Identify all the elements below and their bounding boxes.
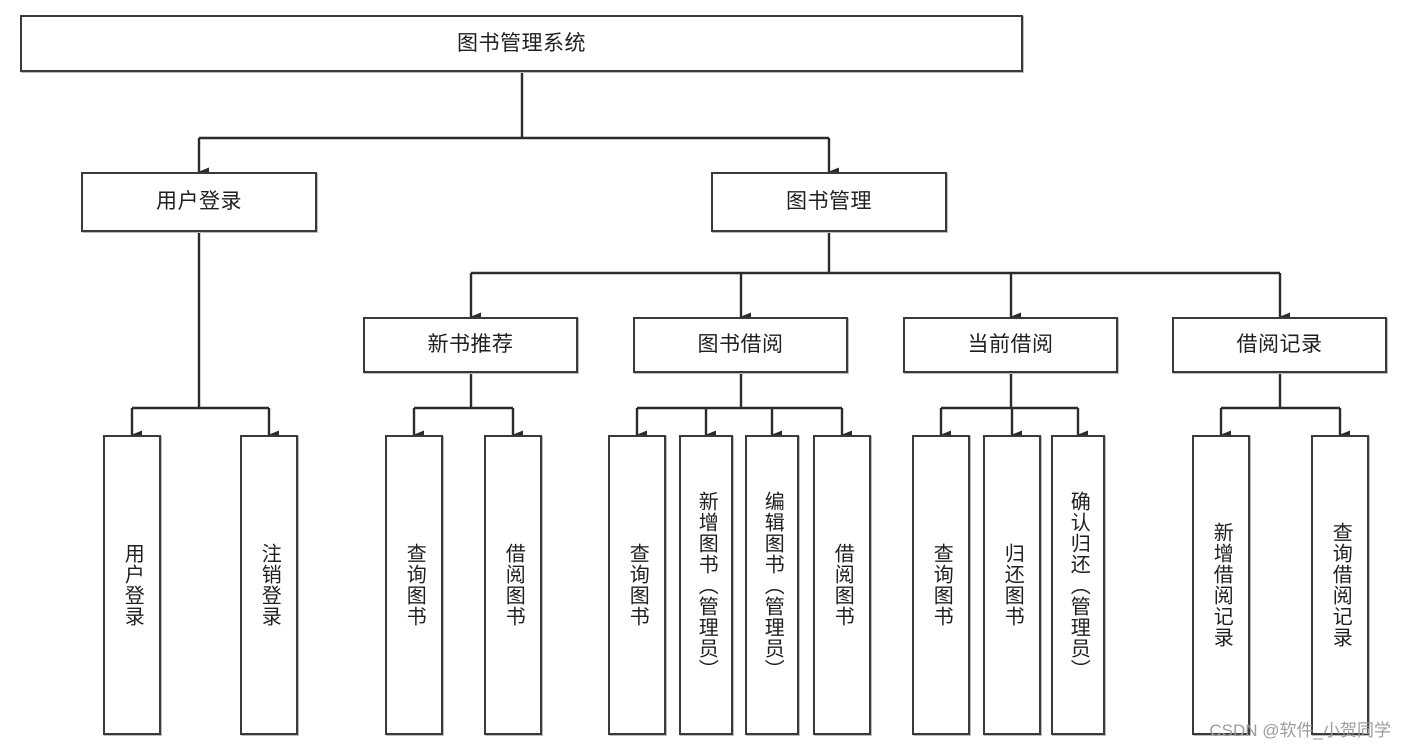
- node-new-book-rec[interactable]: 新书推荐: [363, 317, 578, 373]
- node-label: 新增借阅记录: [1210, 522, 1233, 648]
- node-book-borrow[interactable]: 图书借阅: [633, 317, 848, 373]
- node-label: 用户登录: [156, 190, 242, 214]
- node-user-login[interactable]: 用户登录: [81, 172, 317, 232]
- node-leaf-query-book-3[interactable]: 查询图书: [912, 435, 970, 735]
- node-leaf-query-book-1[interactable]: 查询图书: [385, 435, 443, 735]
- node-label: 图书管理系统: [457, 31, 586, 55]
- node-label: 查询图书: [930, 543, 953, 627]
- node-label: 查询图书: [403, 543, 426, 627]
- node-leaf-return-book[interactable]: 归还图书: [983, 435, 1041, 735]
- node-leaf-confirm-return[interactable]: 确认归还（管理员）: [1051, 435, 1105, 735]
- node-label: 图书管理: [786, 190, 872, 214]
- node-label: 借阅图书: [831, 543, 854, 627]
- node-label: 图书借阅: [697, 333, 784, 357]
- node-leaf-query-book-2[interactable]: 查询图书: [608, 435, 666, 735]
- node-label: 编辑图书（管理员）: [761, 490, 784, 680]
- node-book-manage[interactable]: 图书管理: [711, 172, 947, 232]
- edge-group: [130, 72, 1350, 440]
- node-leaf-user-logout[interactable]: 注销登录: [240, 435, 298, 735]
- node-root[interactable]: 图书管理系统: [20, 15, 1023, 72]
- node-label: 用户登录: [121, 543, 144, 627]
- node-leaf-borrow-book-2[interactable]: 借阅图书: [813, 435, 871, 735]
- node-label: 新书推荐: [427, 333, 514, 357]
- node-leaf-edit-book[interactable]: 编辑图书（管理员）: [745, 435, 799, 735]
- node-current-borrow[interactable]: 当前借阅: [903, 317, 1118, 373]
- node-leaf-add-record[interactable]: 新增借阅记录: [1192, 435, 1250, 735]
- node-label: 确认归还（管理员）: [1067, 490, 1090, 680]
- node-label: 归还图书: [1001, 543, 1024, 627]
- node-leaf-user-login[interactable]: 用户登录: [103, 435, 161, 735]
- node-label: 借阅图书: [502, 543, 525, 627]
- node-leaf-query-record[interactable]: 查询借阅记录: [1311, 435, 1369, 735]
- node-borrow-record[interactable]: 借阅记录: [1172, 317, 1387, 373]
- node-label: 当前借阅: [967, 333, 1054, 357]
- node-label: 新增图书（管理员）: [695, 490, 718, 680]
- node-label: 查询图书: [626, 543, 649, 627]
- node-label: 借阅记录: [1236, 333, 1323, 357]
- node-label: 注销登录: [258, 543, 281, 627]
- node-leaf-borrow-book-1[interactable]: 借阅图书: [484, 435, 542, 735]
- node-label: 查询借阅记录: [1329, 522, 1352, 648]
- node-leaf-add-book[interactable]: 新增图书（管理员）: [679, 435, 733, 735]
